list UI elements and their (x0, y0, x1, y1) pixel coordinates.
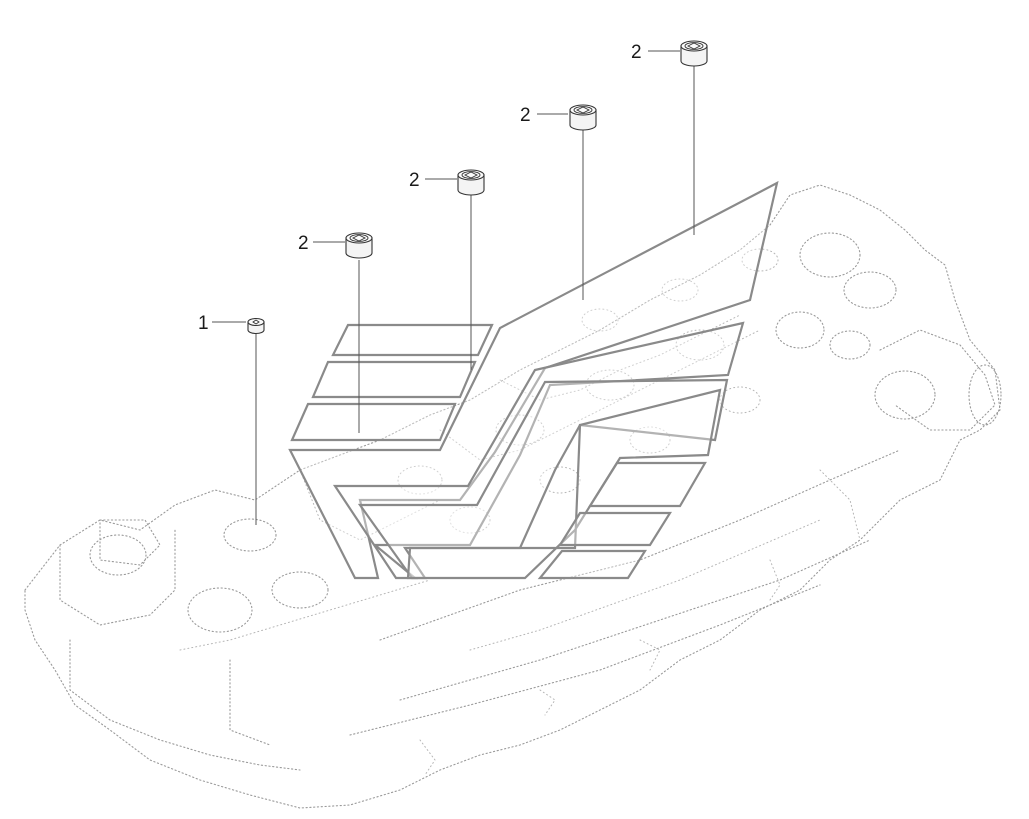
callout-label-2: 2 (409, 170, 420, 191)
leader-lines (212, 50, 695, 525)
callout-label-1: 1 (198, 313, 209, 334)
callout-label-2: 2 (631, 42, 642, 63)
small-plug-part (247, 317, 265, 335)
plug-part (457, 169, 485, 196)
plug-part (680, 40, 708, 67)
callout-label-2: 2 (520, 105, 531, 126)
plug-part (345, 232, 373, 259)
plug-part (569, 104, 597, 131)
callout-label-2: 2 (298, 233, 309, 254)
emblem-graphic (288, 180, 779, 580)
cylinder-head-outline (24, 184, 1002, 809)
